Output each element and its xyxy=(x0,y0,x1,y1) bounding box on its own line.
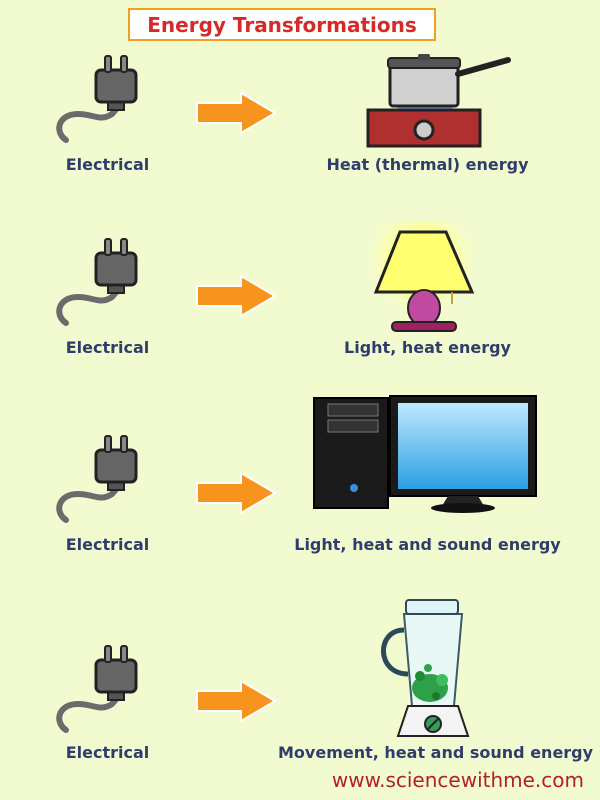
input-energy-label: Electrical xyxy=(40,535,175,554)
right-arrow-icon xyxy=(195,92,277,134)
right-arrow-icon xyxy=(195,472,277,514)
output-energy-label: Light, heat and sound energy xyxy=(290,535,565,554)
output-energy-label: Movement, heat and sound energy xyxy=(278,743,578,762)
computer-icon xyxy=(308,390,544,516)
page-title: Energy Transformations xyxy=(147,13,417,37)
website-credit: www.sciencewithme.com xyxy=(332,768,584,792)
electric-plug-icon xyxy=(52,432,152,532)
input-energy-label: Electrical xyxy=(40,338,175,357)
electric-plug-icon xyxy=(52,52,152,152)
electric-plug-icon xyxy=(52,642,152,742)
right-arrow-icon xyxy=(195,680,277,722)
output-energy-label: Heat (thermal) energy xyxy=(310,155,545,174)
input-energy-label: Electrical xyxy=(40,155,175,174)
blender-icon xyxy=(376,596,486,740)
stove-pot-icon xyxy=(360,52,520,152)
electric-plug-icon xyxy=(52,235,152,335)
input-energy-label: Electrical xyxy=(40,743,175,762)
lamp-icon xyxy=(360,222,490,334)
right-arrow-icon xyxy=(195,275,277,317)
title-box: Energy Transformations xyxy=(128,8,436,41)
output-energy-label: Light, heat energy xyxy=(320,338,535,357)
